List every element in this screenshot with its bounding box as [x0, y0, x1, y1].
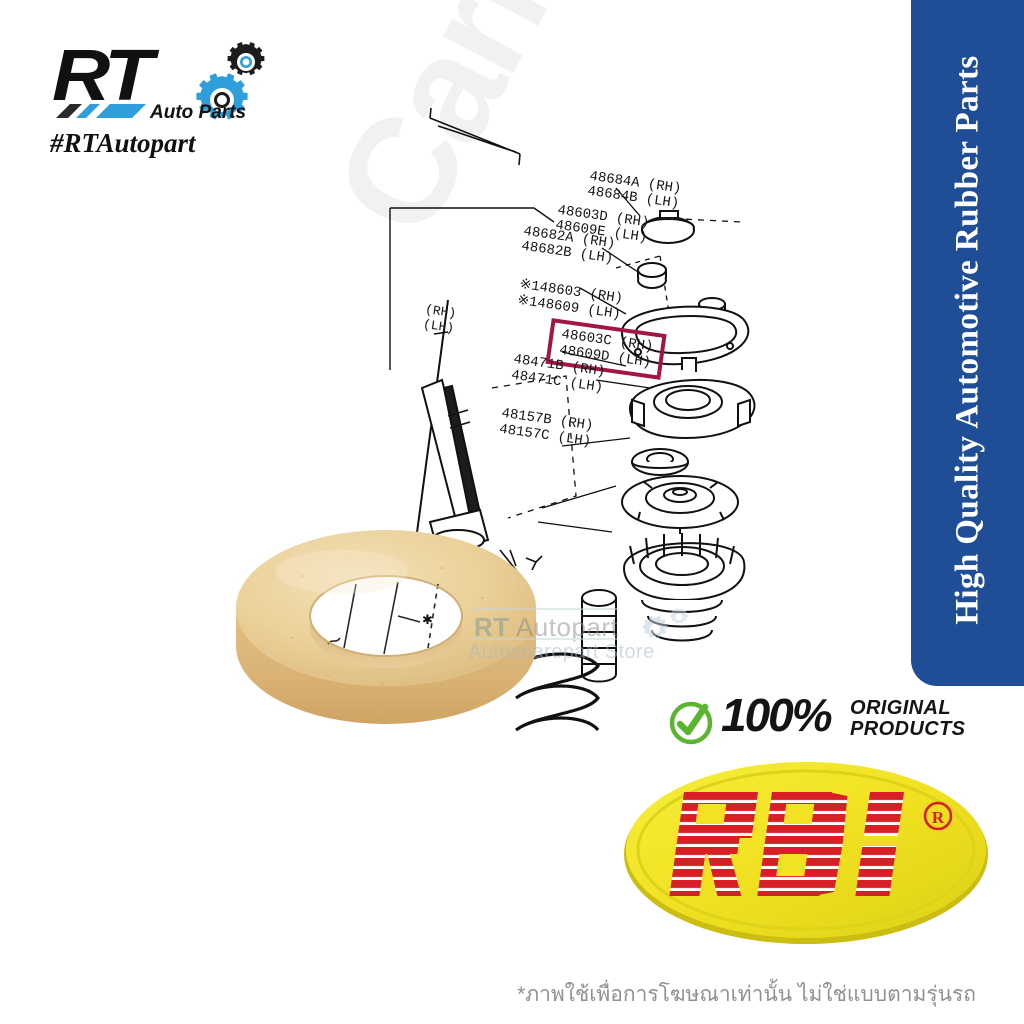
rt-logo-hashtag: #RTAutopart: [50, 128, 196, 158]
quality-banner-text: High Quality Automotive Rubber Parts: [949, 55, 985, 625]
watermark-gear-icon-1: [642, 616, 668, 638]
exploded-parts-diagram: [330, 70, 850, 770]
rt-logo-main-text: RT: [52, 36, 154, 116]
watermark-gear-icon-2: [670, 608, 688, 624]
gear-icon-small: [227, 42, 265, 76]
check-circle-icon: [669, 701, 713, 745]
rbi-brand-logo: R: [622, 756, 990, 946]
original-badge-percent: 100%: [721, 689, 833, 741]
advertising-disclaimer: *ภาพใช้เพื่อการโฆษณาเท่านั้น ไม่ใช่แบบตา…: [517, 983, 976, 1006]
quality-banner: High Quality Automotive Rubber Parts: [911, 0, 1024, 686]
gear-icon-large: [196, 73, 248, 120]
rubber-strut-mount-ring: ✱: [232, 498, 540, 726]
rt-logo-sub-text: Auto Parts: [150, 102, 247, 123]
watermark-rule-mid: [472, 638, 618, 640]
speed-lines-icon: [56, 104, 146, 118]
original-badge-word-2: PRODUCTS: [850, 718, 966, 740]
rt-auto-parts-logo: RT Auto Parts #RTAutopart: [44, 34, 274, 164]
registered-trademark-icon: R: [923, 801, 953, 831]
watermark-rule-top: [472, 608, 618, 610]
watermark-line-1: RT Autopart: [474, 612, 619, 642]
svg-text:R: R: [932, 808, 945, 827]
watermark-line-2: Autosparepart Store: [468, 641, 655, 663]
svg-text:✱: ✱: [422, 612, 433, 627]
diagram-side-labels: (RH) (LH): [422, 301, 458, 337]
store-watermark: RT Autopart Autosparepart Store: [466, 608, 726, 670]
original-products-badge: 100% ORIGINAL PRODUCTS: [668, 689, 965, 752]
original-badge-word-1: ORIGINAL: [850, 697, 951, 719]
